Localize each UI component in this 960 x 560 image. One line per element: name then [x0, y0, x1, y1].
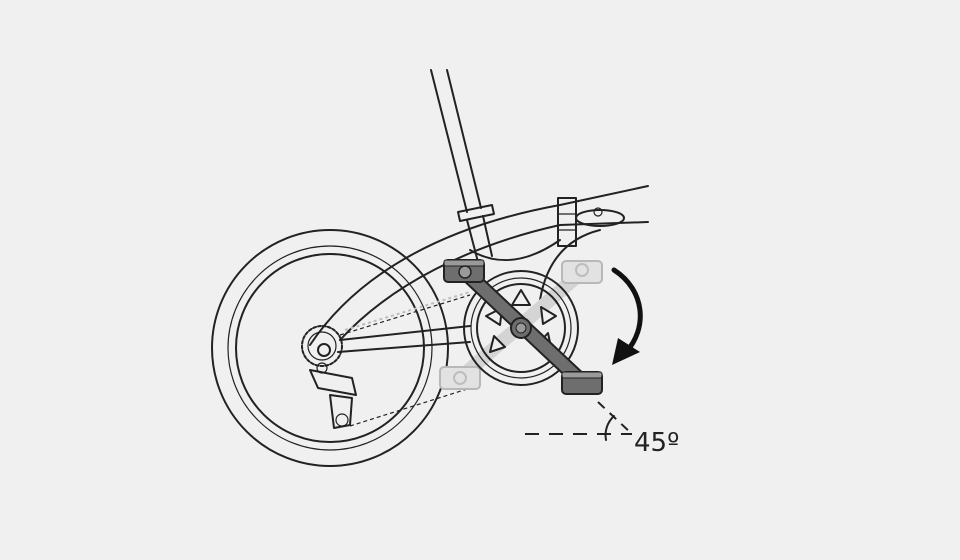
seat-post — [430, 69, 495, 263]
bike-frame — [309, 185, 649, 353]
angle-indicator — [525, 401, 633, 441]
rotation-arrow-icon — [611, 267, 643, 365]
crank-arm-current-position — [443, 259, 603, 395]
chain — [339, 291, 481, 427]
rear-derailleur — [301, 325, 357, 429]
angle-label: 45º — [634, 428, 679, 458]
rear-wheel — [211, 229, 449, 467]
